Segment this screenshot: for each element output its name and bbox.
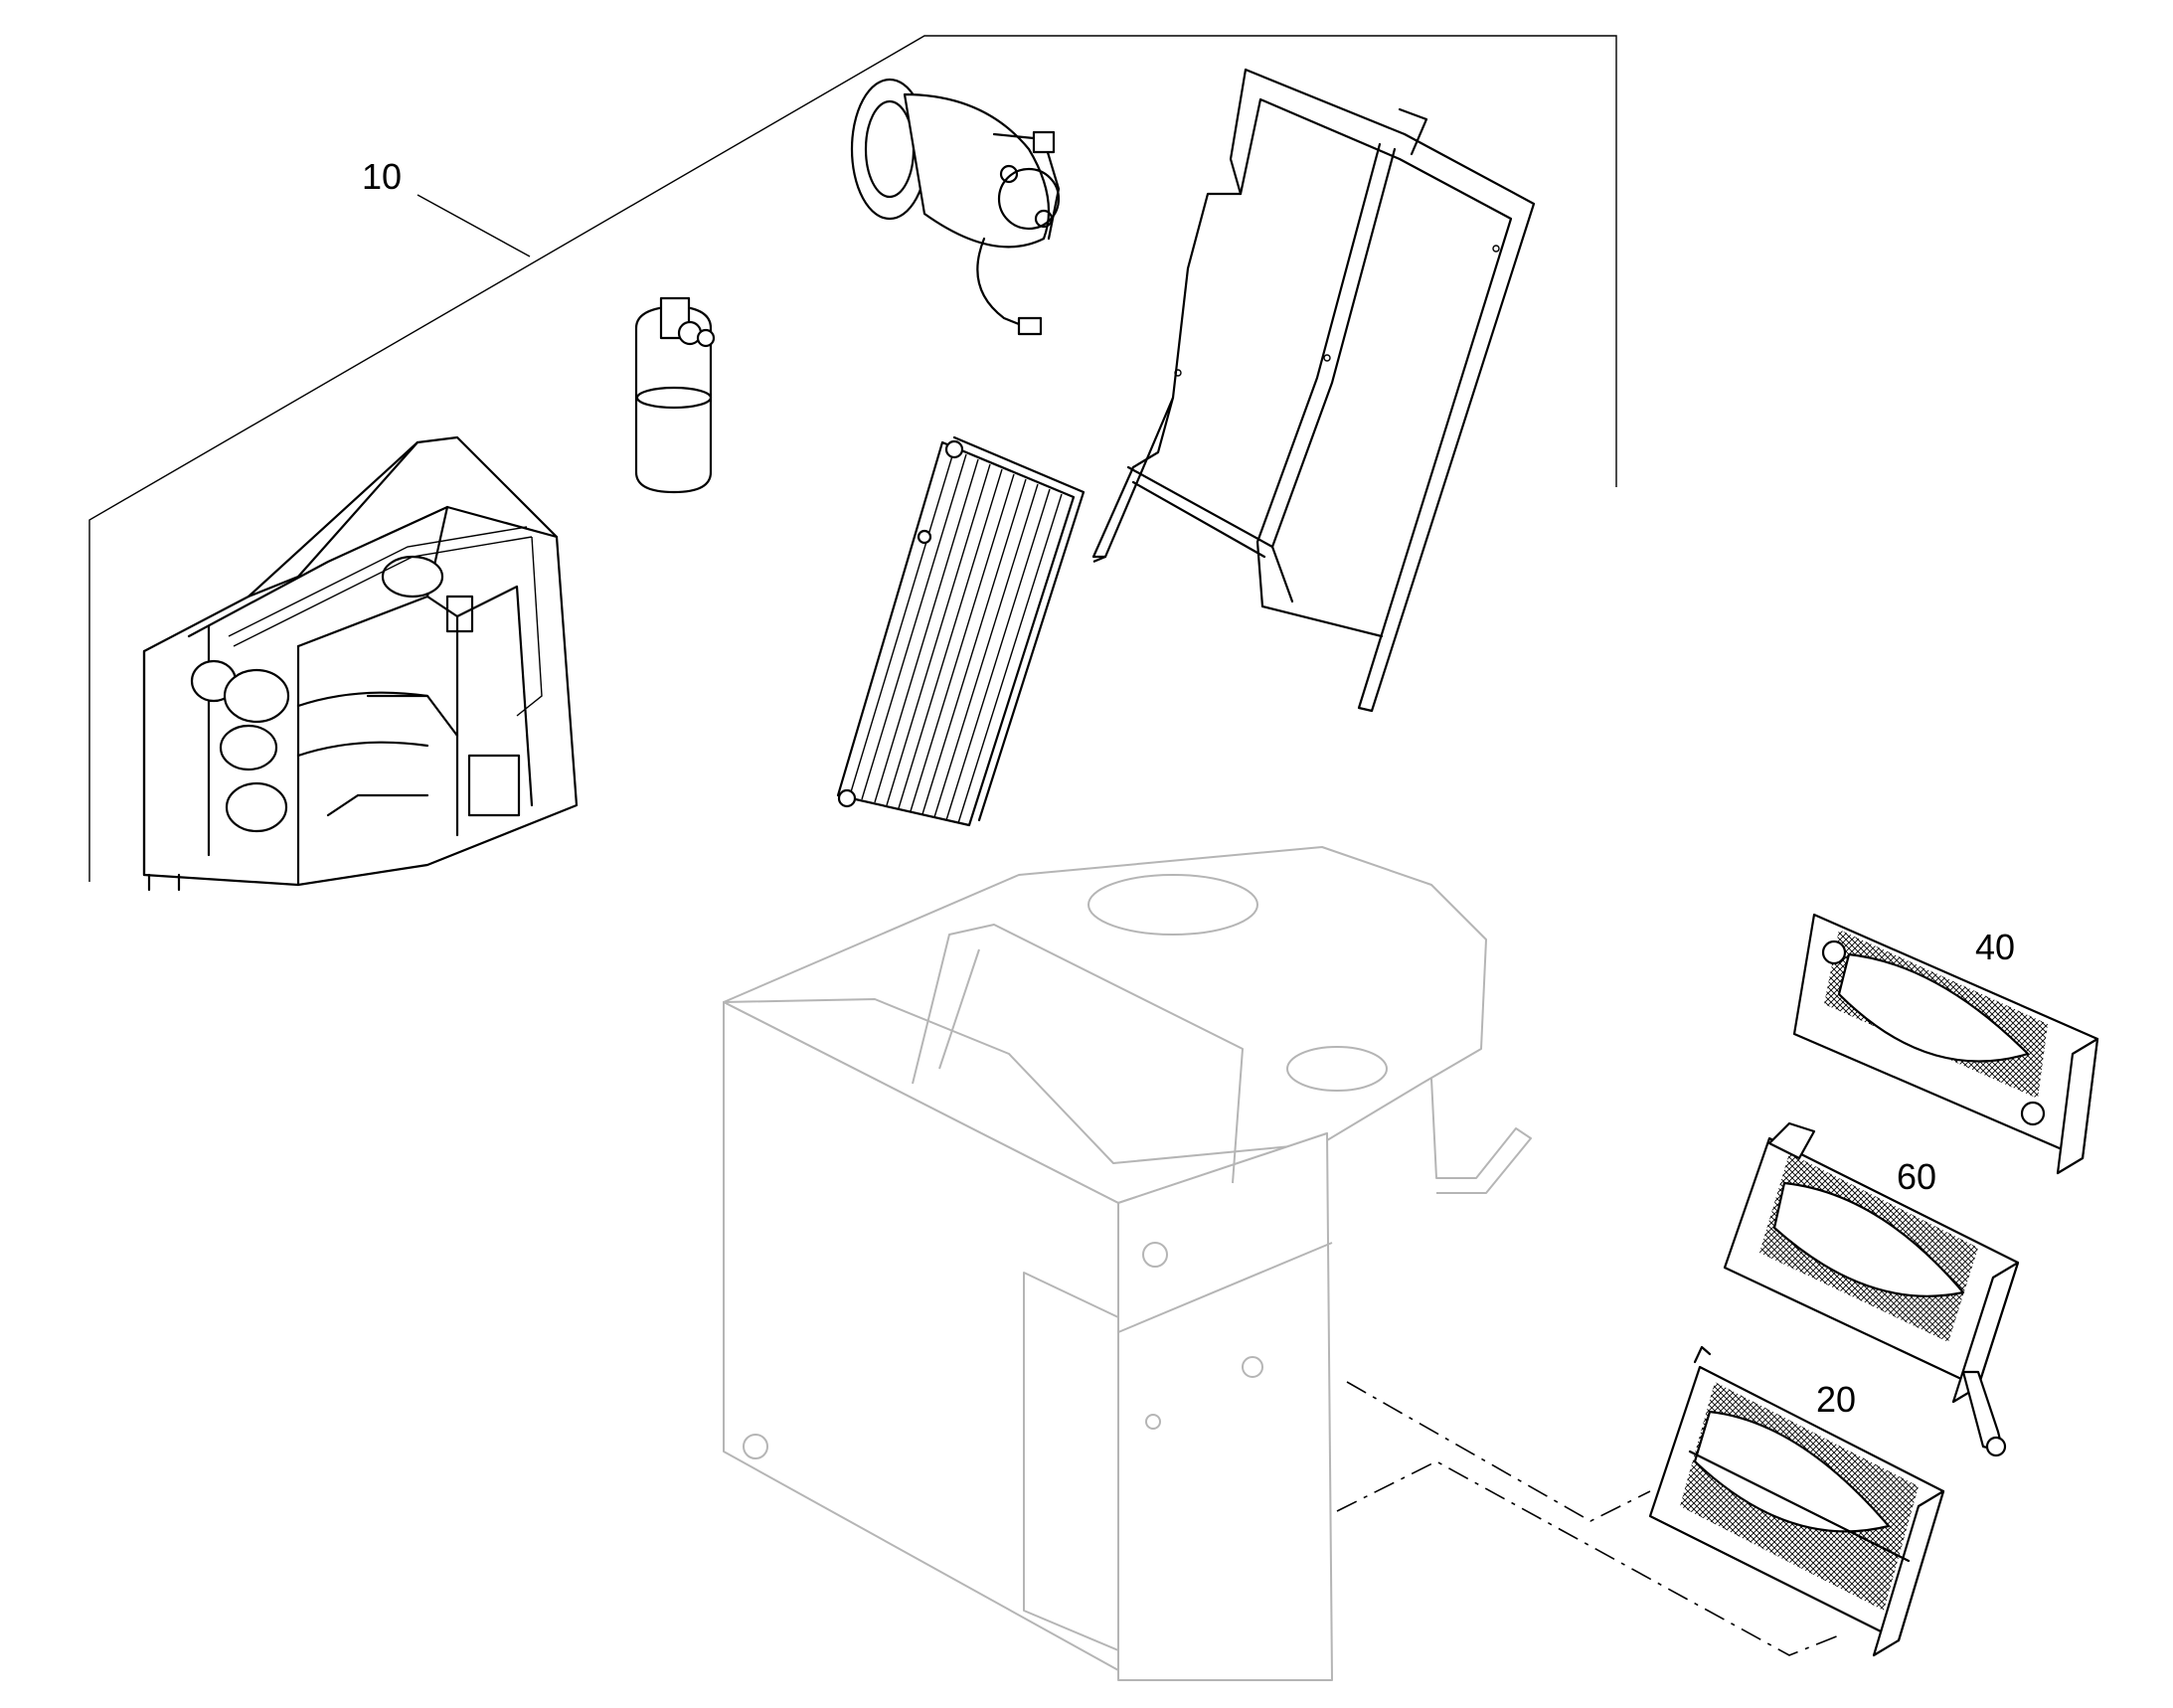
cooler-20	[1648, 1345, 1945, 1657]
callout-10: 10	[362, 156, 403, 197]
cab-base-frame	[723, 846, 1532, 1681]
hvac-unit	[142, 435, 579, 892]
callout-60: 60	[1897, 1156, 1937, 1197]
condenser	[836, 435, 1086, 827]
assembly-dash-lines	[1336, 1381, 1840, 1656]
receiver-drier	[634, 296, 716, 494]
cooler-60	[1723, 1121, 2020, 1457]
ac-compressor	[850, 78, 1061, 336]
cooler-40	[1792, 913, 2099, 1175]
callout-20: 20	[1816, 1379, 1857, 1420]
kit-group-outline	[88, 35, 1617, 882]
callout-40: 40	[1975, 927, 2016, 967]
condenser-mount-frame	[1091, 68, 1536, 713]
